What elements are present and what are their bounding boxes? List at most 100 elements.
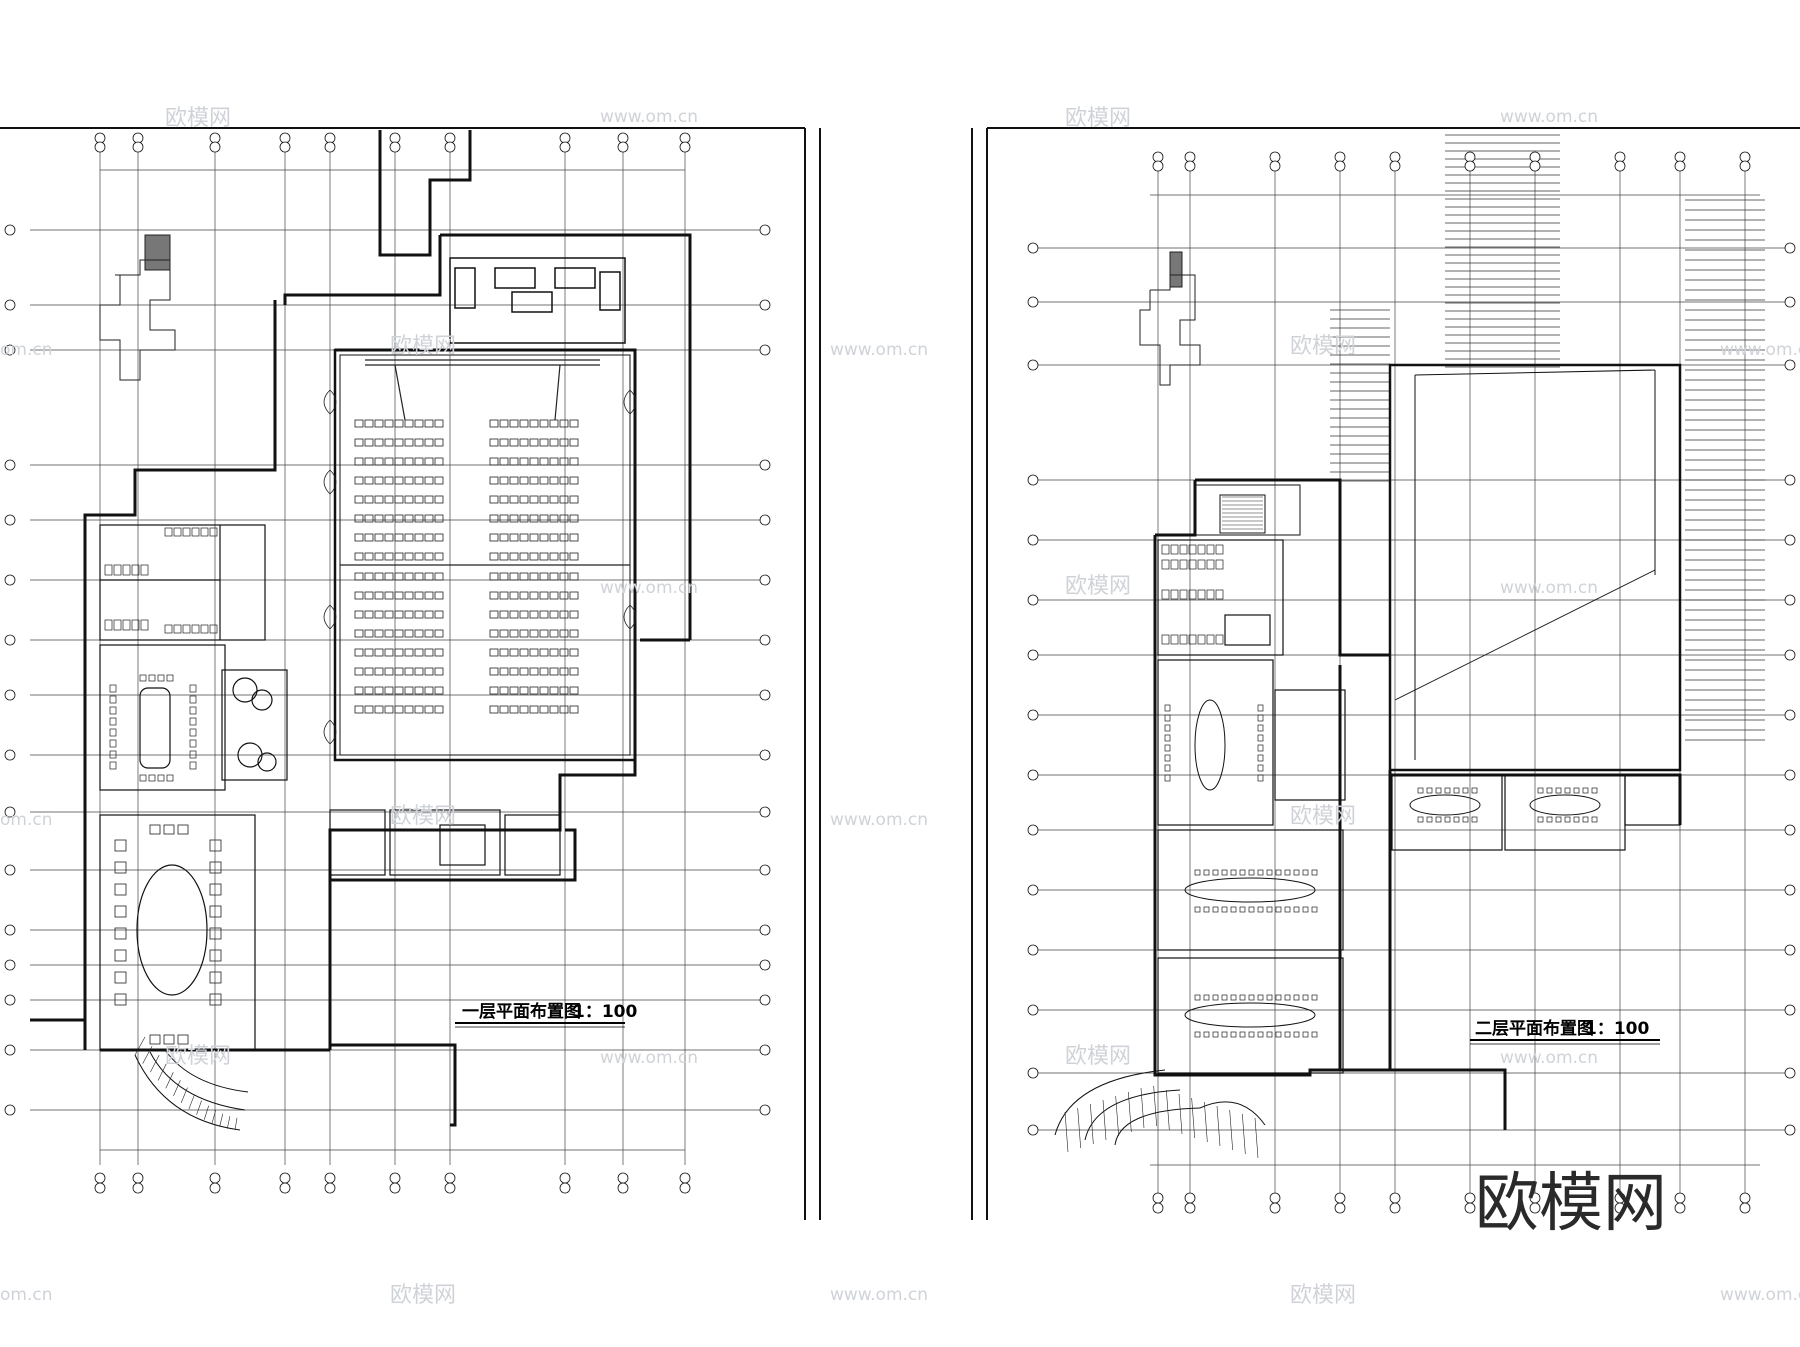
- toilet-fixture: [1179, 589, 1188, 600]
- seat: [354, 648, 364, 657]
- axis-bubble: [559, 1172, 571, 1184]
- seat: [364, 591, 374, 600]
- axis-bubble: [389, 141, 401, 153]
- seat: [414, 533, 424, 542]
- seat: [569, 533, 579, 542]
- chair: [1417, 787, 1424, 794]
- seat: [549, 591, 559, 600]
- axis-bubble: [559, 141, 571, 153]
- seat: [424, 667, 434, 676]
- axis-bubble: [1464, 151, 1476, 163]
- axis-bubble: [1027, 296, 1039, 308]
- grid-axis-bubbles: [4, 132, 1796, 1214]
- watermark-brand: 欧模网: [1065, 574, 1131, 599]
- door-swing: [629, 604, 637, 630]
- watermark-url: www.om.cn: [1720, 1285, 1800, 1305]
- seat: [489, 533, 499, 542]
- seat: [499, 686, 509, 695]
- seat: [529, 591, 539, 600]
- chair: [1257, 869, 1264, 876]
- seat: [569, 514, 579, 523]
- chair: [1573, 787, 1580, 794]
- seat: [569, 591, 579, 600]
- seat: [529, 476, 539, 485]
- seat: [384, 495, 394, 504]
- chair: [1203, 869, 1210, 876]
- seat: [384, 705, 394, 714]
- floor2-hall-void: [1388, 363, 1682, 772]
- chair: [1537, 787, 1544, 794]
- chair: [1275, 906, 1282, 913]
- toilet-fixture: [191, 527, 200, 537]
- seat: [384, 533, 394, 542]
- seat: [394, 686, 404, 695]
- chair: [189, 717, 197, 726]
- toilet-fixture: [1197, 544, 1206, 555]
- seat: [509, 514, 519, 523]
- chair: [1302, 994, 1309, 1001]
- axis-bubble: [4, 959, 16, 971]
- seat: [434, 495, 444, 504]
- chair: [1248, 1031, 1255, 1038]
- axis-bubble: [132, 132, 144, 144]
- watermark-url: www.om.cn: [1720, 340, 1800, 360]
- axis-bubble: [4, 864, 16, 876]
- seat: [424, 438, 434, 447]
- axis-bubble: [132, 1182, 144, 1194]
- axis-bubble: [679, 1182, 691, 1194]
- seat: [354, 591, 364, 600]
- seat: [559, 552, 569, 561]
- stair-tread: [173, 1080, 181, 1097]
- axis-bubble: [1027, 884, 1039, 896]
- chair: [1266, 906, 1273, 913]
- seat: [539, 648, 549, 657]
- seat: [404, 610, 414, 619]
- chair: [1435, 787, 1442, 794]
- axis-bubble: [1027, 534, 1039, 546]
- floor2-curved-stair: [1054, 1069, 1266, 1146]
- axis-bubble: [1784, 649, 1796, 661]
- chair: [1537, 816, 1544, 823]
- axis-bubble: [1739, 1192, 1751, 1204]
- door-swing: [323, 604, 331, 630]
- seat: [414, 552, 424, 561]
- seat: [529, 667, 539, 676]
- seat: [354, 667, 364, 676]
- chair: [1164, 714, 1171, 722]
- chair: [1546, 816, 1553, 823]
- seat: [414, 438, 424, 447]
- seat: [374, 533, 384, 542]
- axis-bubble: [1784, 534, 1796, 546]
- axis-bubble: [759, 749, 771, 761]
- armchair: [209, 971, 222, 984]
- watermark-url: www.om.cn: [830, 810, 928, 830]
- floor1-title: 一层平面布置图: [462, 1001, 581, 1022]
- seat: [424, 419, 434, 428]
- axis-bubble: [1269, 1192, 1281, 1204]
- seat: [489, 514, 499, 523]
- chair: [109, 717, 117, 726]
- door-swing: [323, 469, 331, 495]
- stair2-treads: [1222, 496, 1263, 534]
- chair: [189, 706, 197, 715]
- seat: [529, 552, 539, 561]
- seat: [414, 705, 424, 714]
- axis-bubble: [4, 749, 16, 761]
- armchair: [114, 839, 127, 852]
- seat: [569, 438, 579, 447]
- seat: [434, 591, 444, 600]
- axis-bubble: [4, 224, 16, 236]
- axis-bubble: [559, 132, 571, 144]
- seat: [354, 705, 364, 714]
- seat: [374, 514, 384, 523]
- seat: [559, 686, 569, 695]
- watermark-brand: 欧模网: [1290, 804, 1356, 829]
- seat: [354, 533, 364, 542]
- seat: [489, 552, 499, 561]
- seat: [354, 419, 364, 428]
- seat: [499, 457, 509, 466]
- seat: [489, 495, 499, 504]
- axis-bubble: [1674, 1202, 1686, 1214]
- axis-bubble: [4, 459, 16, 471]
- chair: [1426, 787, 1433, 794]
